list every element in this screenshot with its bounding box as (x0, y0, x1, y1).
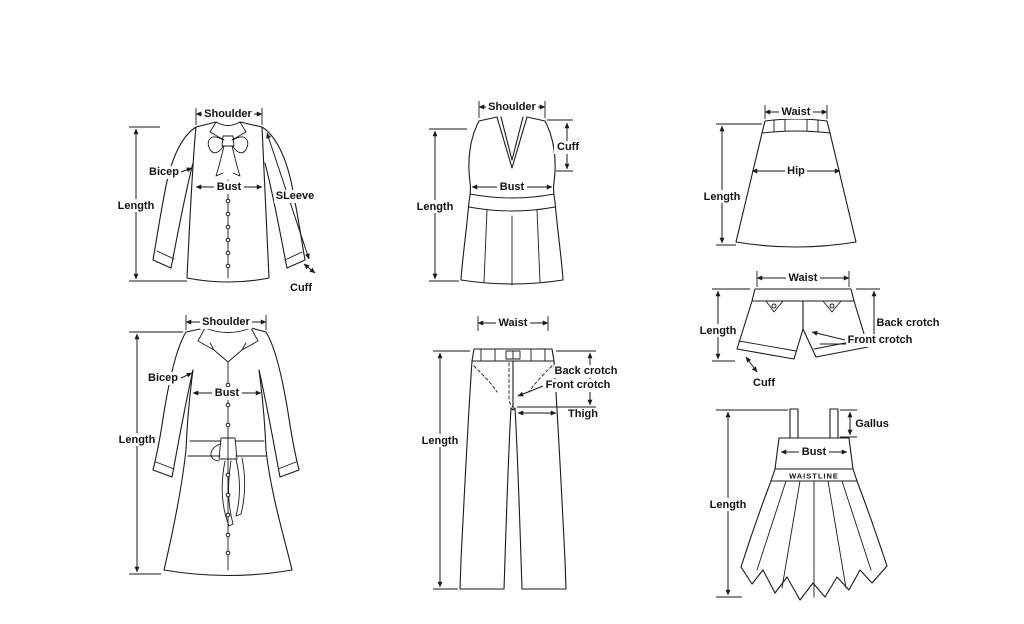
blouse-diagram: Shoulder Length Bicep Bust SLeeve Cuff (116, 108, 316, 295)
shorts-back-crotch-label: Back crotch (877, 317, 940, 329)
blouse-collar (209, 121, 247, 141)
pants-waist-label: Waist (499, 317, 528, 329)
shorts-waist-label: Waist (789, 272, 818, 284)
dress-length-label: Length (710, 499, 747, 511)
pants-front-crotch-arrow (517, 385, 544, 397)
pants-pockets (473, 365, 553, 393)
vest-vneck (496, 116, 528, 169)
vest-drawing (460, 116, 564, 286)
skirt-diagram: Waist Hip Length (702, 105, 857, 248)
shorts-button-tabs (765, 300, 842, 313)
skirt-hip-label: Hip (787, 165, 805, 177)
coat-measurements: Shoulder Bicep Bust Length (117, 315, 267, 575)
pants-outline (459, 360, 567, 590)
blouse-bust-label: Bust (217, 181, 242, 193)
shorts-cuff-label: Cuff (753, 377, 775, 389)
coat-bicep-arrow (180, 372, 193, 379)
skirt-waistband (761, 118, 831, 134)
pants-back-crotch-label: Back crotch (555, 365, 618, 377)
skirt-length-label: Length (704, 191, 741, 203)
coat-belt-ties (221, 457, 245, 527)
pants-diagram: Waist Back crotch Front crotch Thigh Len… (420, 316, 618, 590)
bow-icon (207, 135, 249, 177)
vest-diagram: Shoulder Cuff Bust Length (415, 101, 582, 286)
shorts-length-label: Length (700, 325, 737, 337)
coat-length-label: Length (119, 434, 156, 446)
pants-measurements: Waist Back crotch Front crotch Thigh Len… (420, 316, 618, 590)
belt-buckle-icon (505, 350, 521, 360)
blouse-left-sleeve (152, 126, 197, 269)
coat-bicep-label: Bicep (148, 372, 178, 384)
coat-bust-label: Bust (215, 387, 240, 399)
dress-diagram: Gallus Bust WAISTLINE Length (708, 408, 891, 601)
blouse-cuff-label: Cuff (290, 282, 312, 294)
vest-cuff-label: Cuff (557, 141, 579, 153)
pants-drawing (459, 348, 567, 590)
shorts-front-crotch-label: Front crotch (848, 334, 913, 346)
skirt-waist-label: Waist (782, 106, 811, 118)
skirt-measurements: Waist Hip Length (702, 105, 841, 246)
dress-gallus-label: Gallus (855, 418, 889, 430)
blouse-shoulder-label: Shoulder (204, 108, 252, 120)
blouse-bicep-arrow (180, 167, 193, 173)
blouse-cuff-arrow (303, 263, 316, 274)
blouse-measurements: Shoulder Length Bicep Bust SLeeve Cuff (116, 108, 316, 295)
coat-outline (163, 369, 293, 577)
dress-waistline-label: WAISTLINE (789, 472, 839, 481)
shorts-waistband (751, 288, 855, 302)
pants-front-crotch-label: Front crotch (546, 379, 611, 391)
coat-shoulder-label: Shoulder (202, 316, 250, 328)
blouse-bicep-label: Bicep (149, 166, 179, 178)
dress-measurements: Gallus Bust WAISTLINE Length (708, 409, 891, 598)
vest-length-label: Length (417, 201, 454, 213)
shorts-front-crotch-arrow (811, 330, 846, 341)
skirt-outline (735, 132, 857, 248)
dress-skirt (740, 480, 888, 568)
shorts-diagram: Waist Length Back crotch Front crotch Cu… (698, 271, 940, 390)
coat-left-sleeve (152, 331, 194, 478)
vest-measurements: Shoulder Cuff Bust Length (415, 101, 582, 282)
coat-diagram: Shoulder Bicep Bust Length (117, 315, 300, 577)
coat-drawing (152, 327, 300, 577)
coat-belt (187, 437, 267, 462)
dress-straps (789, 408, 839, 439)
coat-collar (197, 327, 259, 363)
blouse-outline (186, 126, 270, 283)
shorts-cuff-arrow (745, 356, 758, 373)
pants-length-label: Length (422, 435, 459, 447)
dress-hem (740, 565, 888, 601)
dress-bust-label: Bust (802, 446, 827, 458)
vest-bust-label: Bust (500, 181, 525, 193)
dress-bodice (774, 437, 854, 470)
pants-thigh-label: Thigh (568, 408, 598, 420)
blouse-sleeve-label: SLeeve (276, 190, 315, 202)
skirt-drawing (735, 118, 857, 248)
dress-pleats (756, 480, 872, 598)
blouse-length-label: Length (118, 200, 155, 212)
shorts-measurements: Waist Length Back crotch Front crotch Cu… (698, 271, 940, 390)
shorts-drawing (736, 288, 869, 360)
coat-right-sleeve (258, 331, 300, 478)
vest-shoulder-label: Shoulder (488, 101, 536, 113)
pants-fly-stitch (508, 362, 514, 408)
dress-drawing (740, 408, 888, 601)
